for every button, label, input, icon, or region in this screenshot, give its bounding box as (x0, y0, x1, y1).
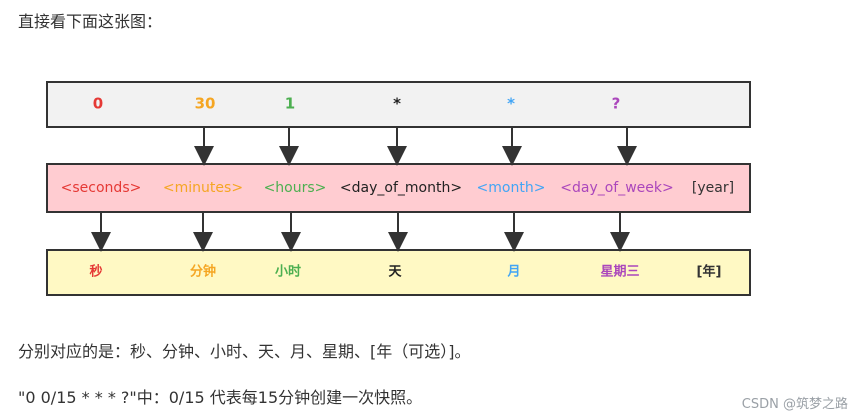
cron-value: * (393, 95, 401, 113)
values-row-box (46, 81, 751, 128)
field-name: [year] (692, 180, 734, 196)
field-name: <month> (477, 180, 546, 196)
cron-value: ? (612, 95, 621, 113)
field-name: <day_of_month> (340, 180, 462, 196)
cron-value: 1 (285, 95, 295, 113)
example-text: "0 0/15 * * * ?"中：0/15 代表每15分钟创建一次快照。 (18, 388, 423, 407)
field-label: [年] (697, 264, 722, 280)
row-texts: 0 <seconds> 秒 30 <minutes> 分钟 1 <hours> 小时 * <day_… (61, 95, 734, 280)
field-label: 小时 (275, 264, 301, 280)
intro-text: 直接看下面这张图： (18, 12, 163, 31)
cron-value: * (507, 95, 515, 113)
arrows (91, 127, 637, 252)
mapping-text: 分别对应的是：秒、分钟、小时、天、月、星期、[年（可选）]。 (18, 342, 471, 361)
field-label: 月 (506, 265, 520, 280)
field-name: <day_of_week> (560, 180, 674, 196)
field-label: 天 (388, 265, 402, 280)
labels-row-box (46, 249, 751, 296)
field-name: <hours> (264, 180, 327, 196)
cron-value: 30 (195, 95, 216, 113)
field-label: 星期三 (600, 265, 639, 280)
field-name: <seconds> (61, 180, 142, 196)
cron-value: 0 (93, 95, 103, 113)
csdn-watermark: CSDN @筑梦之路 (741, 397, 848, 412)
field-label: 分钟 (190, 264, 216, 280)
field-name: <minutes> (163, 180, 243, 196)
field-label: 秒 (89, 264, 102, 280)
